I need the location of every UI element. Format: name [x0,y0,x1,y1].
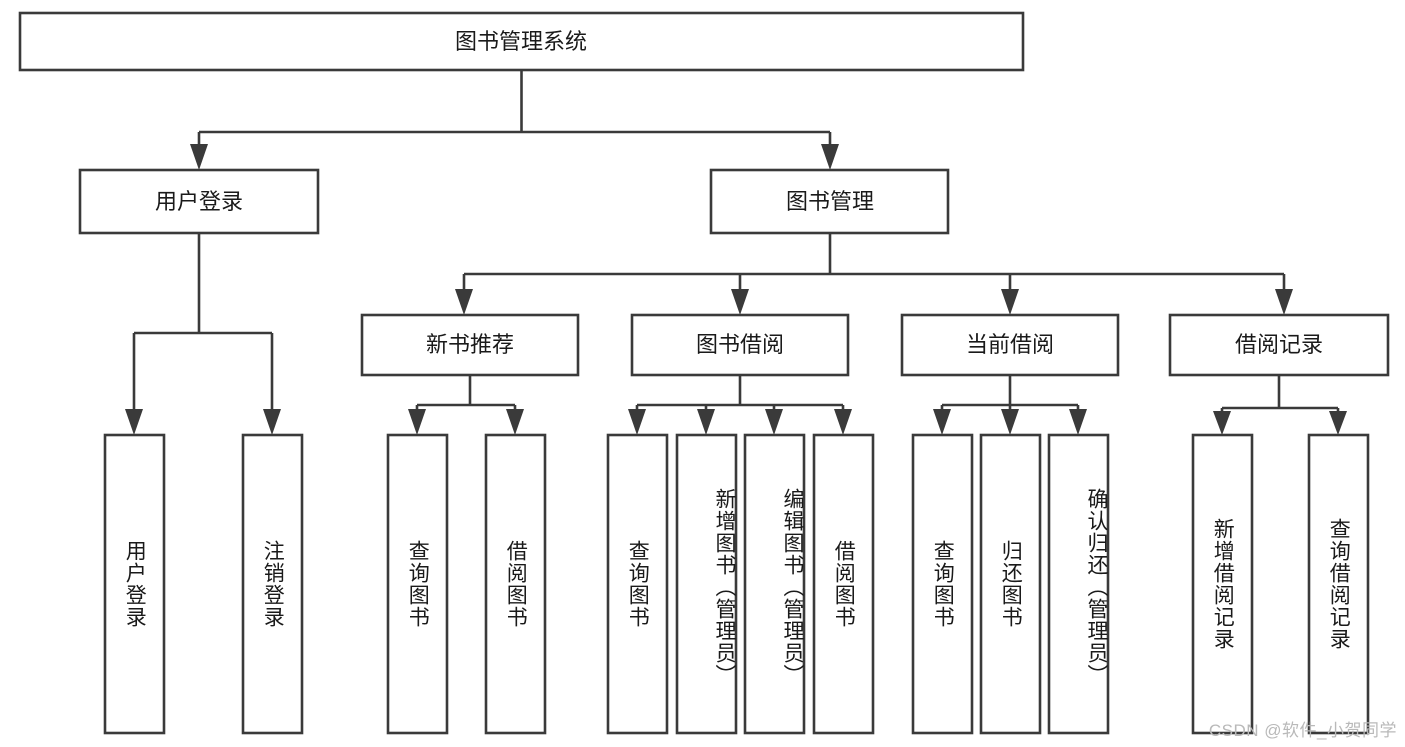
node-book-borrow-box[interactable] [630,313,850,377]
node-leaf-borrow-book-recommend-box[interactable] [484,433,547,735]
arrow-current-leaf-2 [1001,409,1019,435]
node-leaf-add-record-box[interactable] [1191,433,1254,735]
node-leaf-query-book-borrow-box[interactable] [606,433,669,735]
node-book-borrow-label: 图书借阅 [696,332,784,357]
node-leaf-query-book-current-box[interactable] [911,433,974,735]
arrow-new-book-leaf-2 [506,409,524,435]
arrow-user-login-leaf-1 [125,409,143,435]
arrow-borrow-leaf-2 [697,409,715,435]
node-leaf-add-book-box[interactable] [675,433,738,735]
arrow-borrow-leaf-1 [628,409,646,435]
node-borrow-record-box[interactable] [1168,313,1390,377]
node-leaf-borrow-book-box[interactable] [812,433,875,735]
node-new-book-recommend-box[interactable] [360,313,580,377]
node-root-box[interactable] [18,11,1025,72]
node-current-borrow-box[interactable] [900,313,1120,377]
node-leaf-edit-book-box[interactable] [743,433,806,735]
connector-layer [125,70,1347,435]
arrow-borrow-leaf-3 [765,409,783,435]
node-leaf-logout-box[interactable] [241,433,304,735]
arrow-root-to-book-mgmt [821,144,839,170]
node-user-login-box[interactable] [78,168,320,235]
node-new-book-recommend-label: 新书推荐 [426,332,514,357]
arrow-book-mgmt-to-record [1275,289,1293,315]
node-leaf-query-record-box[interactable] [1307,433,1370,735]
node-leaf-return-book-box[interactable] [979,433,1042,735]
node-leaf-confirm-return-box[interactable] [1047,433,1110,735]
arrow-user-login-leaf-2 [263,409,281,435]
node-layer: 图书管理系统 用户登录 图书管理 新书推荐 图书借阅 当前借阅 借阅记录 [18,11,1390,735]
watermark-text: CSDN @软件_小贺同学 [1208,721,1397,740]
node-borrow-record-label: 借阅记录 [1235,332,1323,357]
arrow-book-mgmt-to-new-book [455,289,473,315]
arrow-book-mgmt-to-borrow [731,289,749,315]
node-leaf-query-book-recommend-box[interactable] [386,433,449,735]
node-root-label: 图书管理系统 [455,29,587,54]
arrow-record-leaf-1 [1213,411,1231,435]
arrow-record-leaf-2 [1329,411,1347,435]
arrow-borrow-leaf-4 [834,409,852,435]
arrow-root-to-user-login [190,144,208,170]
arrow-new-book-leaf-1 [408,409,426,435]
node-current-borrow-label: 当前借阅 [966,332,1054,357]
node-book-management-label: 图书管理 [786,189,874,214]
node-leaf-user-login-box[interactable] [103,433,166,735]
node-user-login-label: 用户登录 [155,189,243,214]
arrow-book-mgmt-to-current [1001,289,1019,315]
arrow-current-leaf-1 [933,409,951,435]
node-book-management-box[interactable] [709,168,950,235]
arrow-current-leaf-3 [1069,409,1087,435]
